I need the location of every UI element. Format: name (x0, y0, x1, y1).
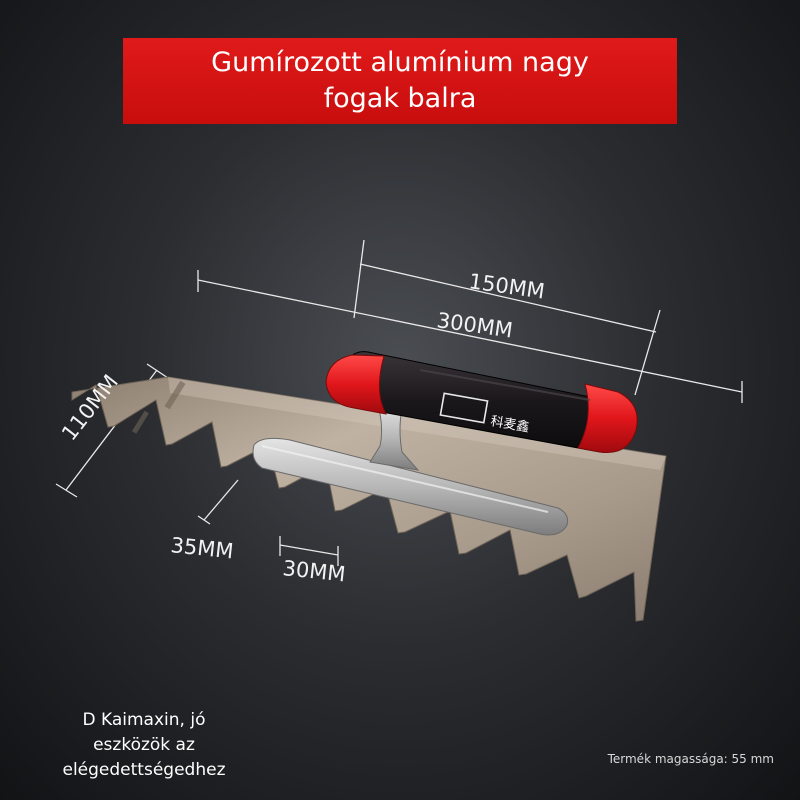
dimension-lines (55, 239, 743, 566)
handle-stem (369, 404, 420, 471)
aluminium-base (252, 437, 569, 536)
slogan-line-1: D Kaimaxin, jó (82, 710, 206, 730)
handle-logo-text: 科麦鑫 (489, 413, 530, 436)
label-30mm: 30MM (281, 556, 346, 586)
label-150mm: 150MM (467, 269, 546, 303)
dim-line-300 (197, 279, 743, 393)
handle-right-cap (577, 383, 638, 454)
brand-logo-icon (439, 392, 489, 424)
dim-line-35 (203, 479, 239, 521)
dim-line-150 (359, 263, 657, 333)
slogan-line-2: eszközök az (93, 735, 195, 755)
title-line-1: Gumírozott alumínium nagy (211, 47, 589, 78)
brand-slogan: D Kaimaxin, jó eszközök az elégedettsége… (40, 708, 248, 783)
handle-left-cap (325, 354, 387, 415)
label-35mm: 35MM (169, 533, 234, 563)
title-banner: Gumírozott alumínium nagy fogak balra (123, 38, 677, 124)
dim-line-30 (279, 544, 339, 556)
label-300mm: 300MM (435, 308, 514, 342)
handle-grip: 科麦鑫 (325, 351, 638, 454)
product-height-note: Termék magassága: 55 mm (607, 752, 774, 766)
slogan-line-3: elégedettségedhez (62, 760, 226, 780)
title-line-2: fogak balra (323, 83, 477, 114)
trowel-blade (71, 376, 667, 622)
